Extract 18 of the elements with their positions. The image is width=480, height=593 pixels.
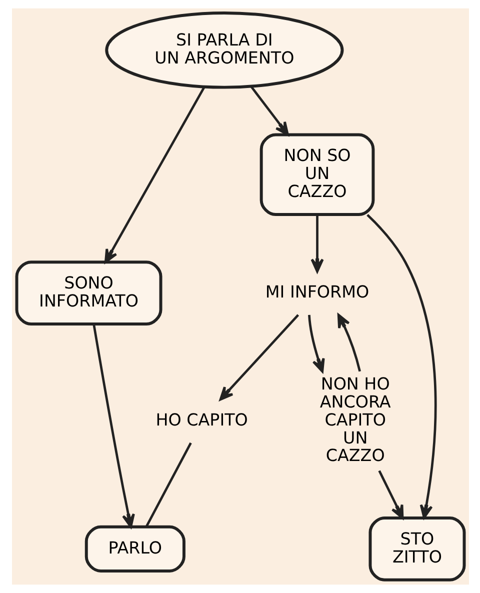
node-text: MI INFORMO [264, 282, 369, 302]
connector [144, 442, 192, 528]
arrow [250, 86, 288, 136]
node-box: STO ZITTO [368, 516, 466, 582]
arrow [336, 314, 360, 372]
arrow [366, 214, 436, 519]
arrow [92, 324, 134, 528]
arrow [308, 314, 324, 373]
node-box: NON SO UN CAZZO [259, 133, 374, 216]
arrow [378, 470, 404, 520]
node-ellipse: SI PARLA DI UN ARGOMENTO [104, 12, 344, 89]
arrow [310, 214, 324, 273]
node-text: HO CAPITO [155, 410, 248, 430]
node-text: NON HO ANCORA CAPITO UN CAZZO [319, 374, 390, 466]
arrow [218, 314, 299, 401]
arrow [104, 86, 205, 264]
node-box: PARLO [84, 525, 185, 572]
node-box: SONO INFORMATO [14, 260, 162, 326]
